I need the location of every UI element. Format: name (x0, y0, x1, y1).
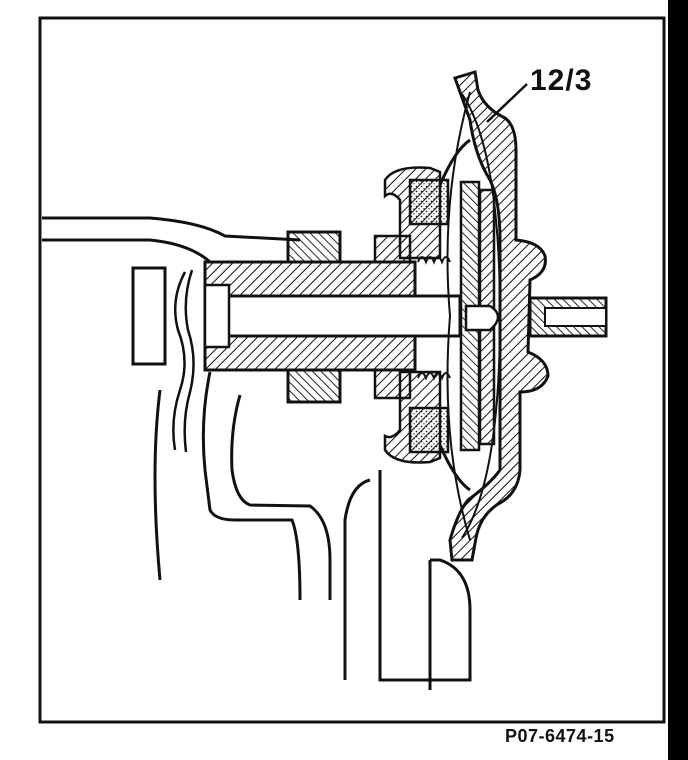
felt-seal-bottom (408, 406, 450, 454)
vacuum-nipple (528, 296, 608, 338)
hub-nut-top (286, 230, 342, 264)
return-spring-bottom (417, 372, 451, 381)
shaft-hub (203, 234, 462, 400)
sensor-mount (131, 266, 195, 453)
callout-leader (486, 83, 528, 123)
drawing-frame (38, 16, 666, 724)
engine-housing (42, 216, 472, 690)
diaphragm-housing (446, 70, 550, 562)
figure-code: P07-6474-15 (505, 726, 615, 746)
return-spring-top (417, 256, 451, 265)
shaft-cap (464, 304, 500, 332)
hub-nut-bottom (286, 368, 342, 404)
felt-seal-top (408, 178, 450, 226)
page-edge-bar (668, 0, 688, 760)
part-callout-label: 12/3 (530, 64, 593, 97)
